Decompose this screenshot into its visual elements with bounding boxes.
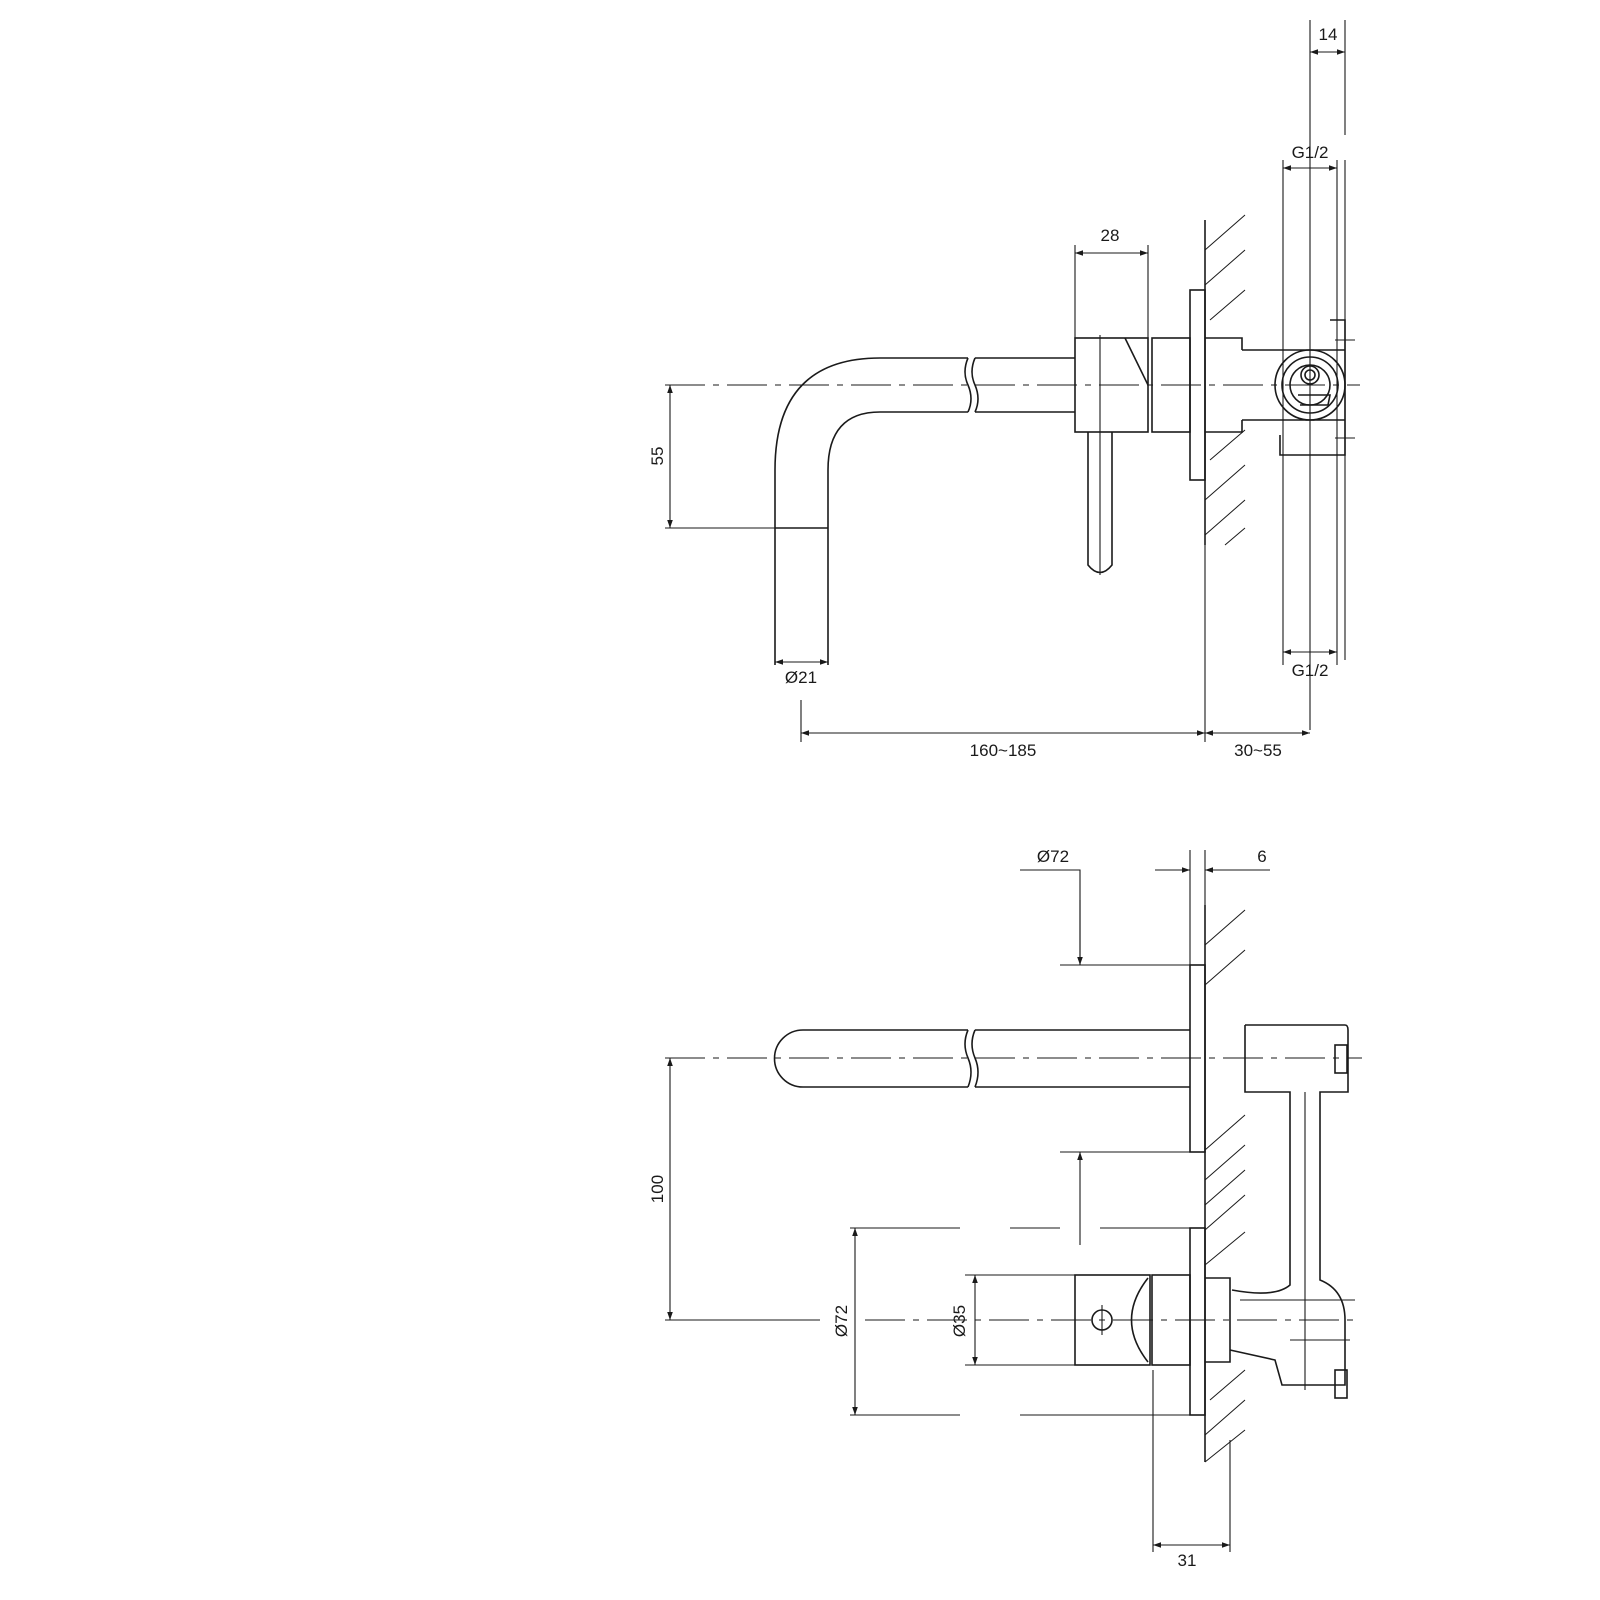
dim-6: 6 <box>1257 847 1266 866</box>
valve-top <box>1229 1024 1355 1399</box>
dim-28: 28 <box>1101 226 1120 245</box>
wall-top <box>1204 905 1246 1463</box>
dimensions-side <box>665 20 1346 742</box>
dim-14: 14 <box>1319 25 1338 44</box>
dim-31: 31 <box>1178 1551 1197 1570</box>
dim-d35: Ø35 <box>950 1305 969 1337</box>
valve-body <box>1242 319 1355 456</box>
handle-body <box>1074 289 1243 575</box>
dim-d21: Ø21 <box>785 668 817 687</box>
dim-160-185: 160~185 <box>970 741 1037 760</box>
side-view: 14 G1/2 28 55 Ø21 G1/2 160~185 30~55 <box>648 20 1360 760</box>
plates <box>1189 964 1206 1416</box>
dim-30-55: 30~55 <box>1234 741 1282 760</box>
dim-d72-left: Ø72 <box>832 1305 851 1337</box>
spout <box>774 357 1075 665</box>
dim-55: 55 <box>648 447 667 466</box>
dim-d72-top: Ø72 <box>1037 847 1069 866</box>
dim-g12-bottom: G1/2 <box>1292 661 1329 680</box>
handle-top <box>1074 1274 1231 1366</box>
wall <box>1204 214 1246 546</box>
spout-top <box>773 1029 1190 1088</box>
dim-100: 100 <box>648 1175 667 1203</box>
top-view: Ø72 6 100 Ø72 Ø35 31 <box>648 847 1362 1570</box>
dimensions-top <box>665 850 1270 1552</box>
dim-g12-top: G1/2 <box>1292 143 1329 162</box>
